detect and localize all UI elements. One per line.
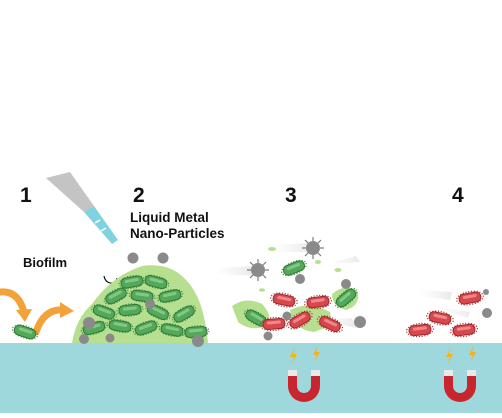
step-number-3: 3 [285, 184, 297, 207]
nanoparticle [157, 252, 169, 264]
panel-3 [214, 236, 366, 341]
particles-label: Liquid Metal Nano-Particles [130, 210, 225, 241]
curved-arrow-head [60, 302, 74, 318]
curved-arrow-head [16, 309, 32, 322]
surface [0, 343, 502, 413]
pipette-icon [46, 172, 118, 244]
step-number-4: 4 [452, 184, 464, 207]
step-number-2: 2 [133, 184, 145, 207]
step-number-1: 1 [20, 184, 32, 207]
nanoparticle [127, 252, 139, 264]
biofilm-mound [72, 265, 211, 347]
biofilm-label: Biofilm [23, 255, 68, 270]
panel-1 [0, 288, 74, 343]
curved-arrow-icon [32, 306, 68, 336]
particles-label-line-2: Nano-Particles [130, 225, 225, 241]
panel-4 [405, 288, 492, 339]
curved-arrow-icon [0, 288, 28, 316]
particles-label-line-1: Liquid Metal [130, 210, 209, 225]
